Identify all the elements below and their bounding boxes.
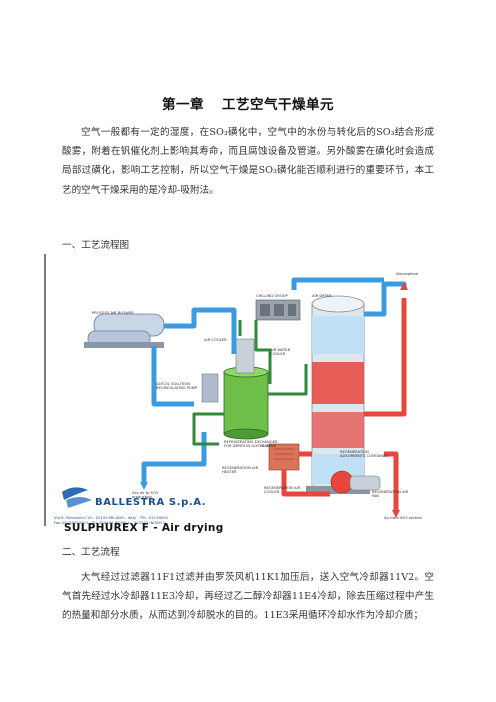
process-flow-figure: SULPHUREX F - Air drying PROCESS AIR BLO…: [44, 254, 454, 534]
brand-address-line1: Via R. Parravicini 10 - 20159 MILANO - I…: [54, 515, 169, 520]
label-air-water-cooler: AIR WATER COOLER: [270, 348, 291, 357]
section-heading-process: 二、工艺流程: [62, 547, 120, 558]
regeneration-fan-unit: [330, 470, 381, 494]
section-heading-flowchart: 一、工艺流程图: [62, 240, 130, 251]
process-paragraph: 大气经过过滤器11F1过滤并由罗茨风机11K1加压后，送入空气冷却器11V2。空…: [62, 572, 434, 622]
dry-air-arrow: [140, 482, 148, 490]
label-regen-fan: REGENERATION AIR FAN: [372, 490, 409, 499]
label-blower: PROCESS AIR BLOWER: [92, 311, 134, 315]
chapter-title: 第一章 工艺空气干燥单元: [0, 93, 496, 113]
label-dry-air: Dry air to SO3 production: [132, 491, 159, 500]
label-exchanger: REFRIGERATING EXCHANGER FOR DRYER IN GLY…: [224, 440, 278, 449]
label-tank: TANK: [260, 444, 270, 448]
brand-name: BALLESTRA S.p.A.: [95, 497, 207, 508]
label-air-dryer: AIR DRYER: [312, 294, 332, 298]
atmosphere-arrow: [400, 282, 408, 290]
blower-unit: [84, 313, 165, 348]
brand-address-line2: Fax 02/ 58310421 - Tlx 320490 INCBA 1 - …: [54, 520, 166, 525]
glycol-pipes: [192, 320, 308, 446]
label-atmosphere: Atmosphere: [396, 272, 419, 276]
label-chilling: CHILLING GROUP: [256, 294, 288, 298]
chapter-name: 工艺空气干燥单元: [222, 97, 334, 113]
ballestra-logo-icon: [62, 487, 92, 508]
process-diagram: [44, 254, 408, 526]
chapter-number: 第一章: [162, 97, 204, 113]
label-air-from-so3: Air from SO3 section: [384, 516, 423, 520]
air-water-cooler-unit: [201, 373, 219, 403]
label-glycol-pump: GLYCOL SOLUTION RECIRCULATING PUMP: [156, 382, 198, 391]
air-in-arrow: [392, 510, 400, 518]
label-regen-heater: REGENERATION AIR HEATER: [222, 466, 259, 475]
air-cooler-vessel: [223, 338, 269, 440]
regeneration-heater-unit: [268, 443, 300, 471]
regeneration-pipes: [281, 298, 407, 510]
label-regen-container: REGENERATION ADSORBENTS CONTAINER: [340, 450, 389, 459]
label-regen-cooler: REGENERATION AIR COOLER: [264, 486, 301, 495]
process-air-pipes: [141, 277, 407, 482]
figure-title: SULPHUREX F - Air drying: [64, 522, 224, 534]
intro-paragraph: 空气一般都有一定的湿度，在SO₃磺化中，空气中的水份与转化后的SO₃结合形成酸雾…: [62, 127, 434, 196]
label-air-cooler: AIR COOLER: [204, 338, 227, 342]
air-dryer-columns: [306, 295, 370, 494]
chilling-group-unit: [255, 299, 301, 321]
